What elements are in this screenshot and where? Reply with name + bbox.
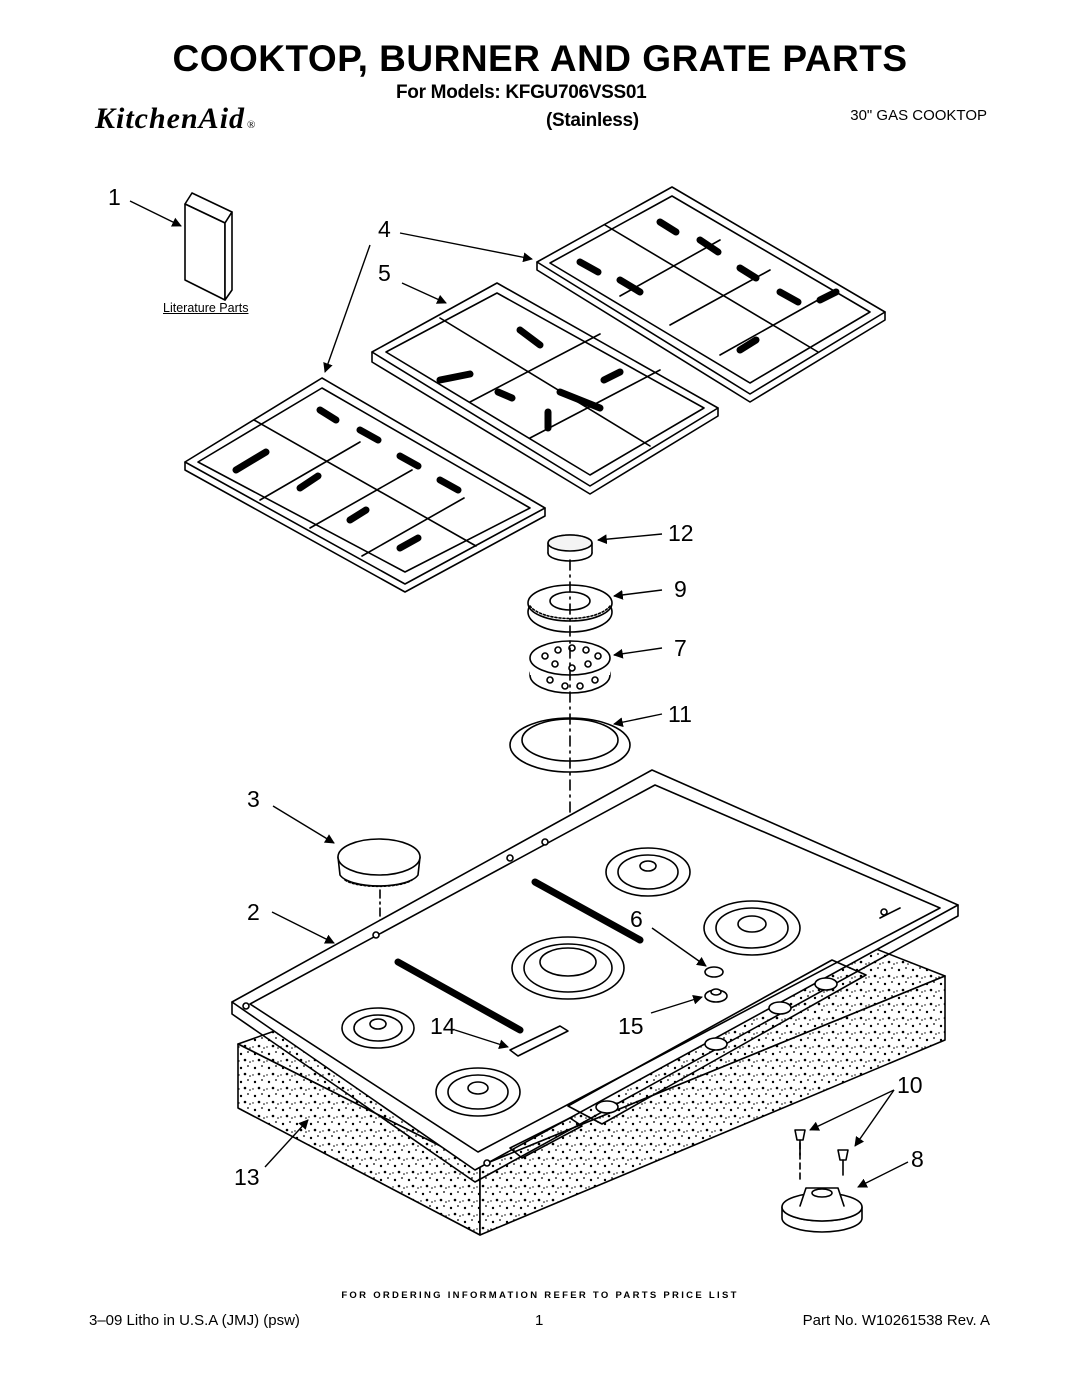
callout-3: 3 xyxy=(247,786,260,812)
large-burner-cap xyxy=(337,838,421,888)
grate-left xyxy=(184,377,546,593)
burner-base xyxy=(529,640,611,694)
cooktop-top xyxy=(231,769,959,1183)
registered-mark: ® xyxy=(247,119,257,131)
callout-1: 1 xyxy=(108,184,121,210)
callout-15: 15 xyxy=(618,1013,644,1039)
callout-11: 11 xyxy=(668,701,692,727)
callout-2: 2 xyxy=(247,899,260,925)
callout-7: 7 xyxy=(674,635,687,661)
literature-parts-label: Literature Parts xyxy=(163,301,249,315)
burner-base-assembly xyxy=(781,1187,863,1233)
burner-cap xyxy=(547,534,593,562)
models-line: For Models: KFGU706VSS01 xyxy=(396,82,647,103)
callout-4: 4 xyxy=(378,216,391,242)
brand-logo: KitchenAid® xyxy=(95,102,256,136)
callout-13: 13 xyxy=(234,1164,260,1190)
page-title: COOKTOP, BURNER AND GRATE PARTS xyxy=(172,38,908,79)
callout-9: 9 xyxy=(674,576,687,602)
brand-badge xyxy=(509,1025,569,1057)
callout-14: 14 xyxy=(430,1013,456,1039)
callout-12: 12 xyxy=(668,520,694,546)
callout-5: 5 xyxy=(378,260,391,286)
valve-knob xyxy=(704,966,728,1003)
callout-10: 10 xyxy=(897,1072,923,1098)
grate-center xyxy=(371,282,719,495)
brand-name: KitchenAid xyxy=(95,102,246,135)
literature-booklet xyxy=(184,192,233,301)
callout-8: 8 xyxy=(911,1146,924,1172)
callout-6: 6 xyxy=(630,906,643,932)
ordering-note: FOR ORDERING INFORMATION REFER TO PARTS … xyxy=(341,1290,739,1301)
grate-right xyxy=(536,186,886,403)
screws xyxy=(794,1129,849,1176)
product-type: 30" GAS COOKTOP xyxy=(850,107,987,124)
page-number: 1 xyxy=(535,1312,544,1329)
model-variant: (Stainless) xyxy=(546,110,639,131)
litho-info: 3–09 Litho in U.S.A (JMJ) (psw) xyxy=(89,1312,300,1329)
part-number: Part No. W10261538 Rev. A xyxy=(802,1312,990,1329)
